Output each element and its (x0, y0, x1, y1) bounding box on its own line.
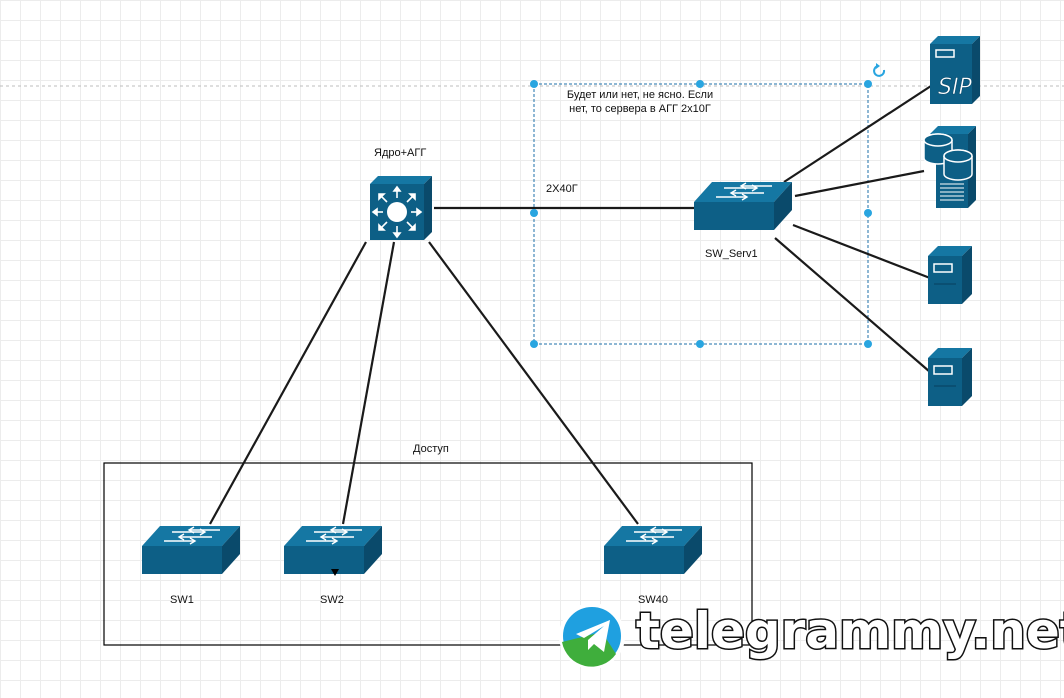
sw1-label: SW1 (170, 594, 194, 606)
sw1-switch-icon[interactable] (141, 525, 241, 575)
access-group-label: Доступ (413, 443, 449, 455)
sip-server-icon[interactable]: SIP (930, 36, 980, 104)
selection-handles[interactable] (530, 80, 872, 348)
sw40-switch-icon[interactable] (603, 525, 703, 575)
sw2-label: SW2 (320, 594, 344, 606)
note-text-line1: Будет или нет, не ясно. Если (566, 89, 714, 101)
sw2-switch-icon[interactable] (283, 525, 383, 575)
note-text-line2: нет, то сервера в АГГ 2х10Г (569, 103, 711, 115)
note-text[interactable]: Будет или нет, не ясно. Если нет, то сер… (554, 88, 726, 116)
uplink-label: 2Х40Г (546, 183, 578, 195)
server-icon[interactable] (927, 347, 973, 407)
link-serv-srv1[interactable] (792, 223, 931, 280)
link-core-sw1[interactable] (209, 241, 367, 525)
core-switch-label: Ядро+АГГ (374, 147, 427, 159)
watermark-text: telegrammy.net (635, 601, 1064, 662)
link-serv-sip[interactable] (783, 83, 935, 183)
sw40-label: SW40 (638, 594, 668, 606)
rotate-handle-icon[interactable] (873, 63, 886, 77)
link-serv-db[interactable] (794, 169, 925, 198)
link-core-sw2[interactable] (341, 241, 396, 525)
server-switch-label: SW_Serv1 (705, 248, 758, 260)
server-switch-icon[interactable] (693, 181, 793, 231)
svg-text:SIP: SIP (938, 75, 972, 100)
core-switch-icon[interactable] (370, 176, 432, 240)
cursor-marker-icon (331, 569, 339, 576)
telegram-logo-icon (559, 603, 625, 669)
link-core-sw40[interactable] (428, 241, 639, 525)
links (209, 83, 935, 525)
link-serv-srv2[interactable] (774, 237, 931, 373)
server-icon[interactable] (927, 245, 973, 305)
database-server-icon[interactable] (923, 126, 976, 208)
access-group-box[interactable] (103, 462, 753, 646)
